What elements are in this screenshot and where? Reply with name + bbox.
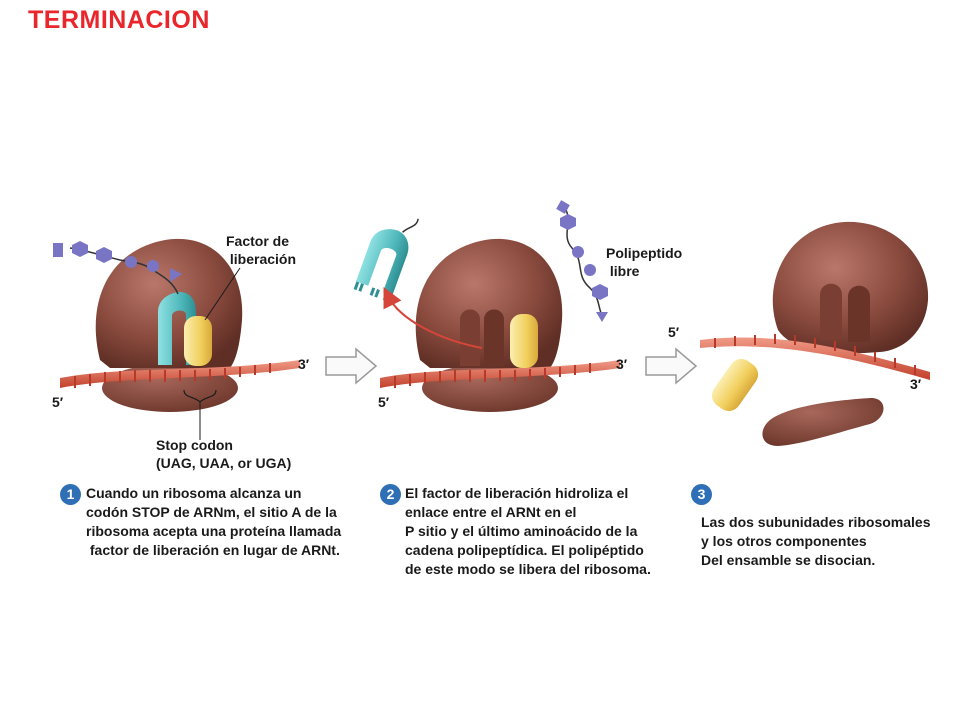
ribosome-site [848, 285, 870, 342]
release-factor [711, 358, 759, 412]
amino-acid [170, 268, 182, 282]
step-1-text: Cuando un ribosoma alcanza un codón STOP… [86, 485, 342, 558]
mrna-bases [394, 363, 591, 388]
amino-acid [96, 247, 112, 263]
step-1-badge: 1 [60, 484, 81, 505]
release-factor [184, 316, 212, 366]
amino-acid [125, 256, 137, 268]
amino-acid [72, 241, 88, 257]
panel-3-dissociated [700, 221, 930, 446]
five-prime-label: 5′ [378, 394, 390, 410]
release-factor [510, 314, 538, 368]
step-2-badge: 2 [380, 484, 401, 505]
page-title: TERMINACION [28, 6, 210, 34]
amino-acid [53, 243, 63, 257]
mrna-bases [74, 363, 271, 388]
three-prime-label: 3′ [616, 356, 628, 372]
panel-2-ribosome [353, 200, 620, 412]
three-prime-label: 3′ [910, 376, 922, 392]
step-arrow [645, 347, 698, 385]
three-prime-label: 3′ [298, 356, 310, 372]
released-trna [353, 218, 419, 301]
pointer-line [204, 267, 241, 321]
step-arrow [325, 347, 378, 385]
ribosome-site [484, 309, 504, 366]
stop-codon-label: Stop codon (UAG, UAA, or UGA) [156, 437, 292, 471]
five-prime-label: 5′ [668, 324, 680, 340]
step-2-text: El factor de liberación hidroliza el enl… [405, 485, 651, 577]
release-arrow [383, 287, 483, 349]
ribosome-site [460, 309, 480, 366]
mrna-bases [714, 334, 916, 375]
free-polypeptide [556, 200, 608, 322]
free-polypeptide-label: Polipeptido libre [606, 245, 683, 279]
release-factor-label: Factor de liberación [226, 233, 297, 267]
small-subunit [762, 397, 884, 446]
five-prime-label: 5′ [52, 394, 64, 410]
step-3-text: Las dos subunidades ribosomales y los ot… [701, 514, 931, 568]
amino-acid [147, 260, 159, 272]
panel-1-ribosome [53, 238, 300, 440]
step-3-badge: 3 [691, 484, 712, 505]
large-subunit [772, 221, 929, 354]
ribosome-site [820, 283, 842, 340]
